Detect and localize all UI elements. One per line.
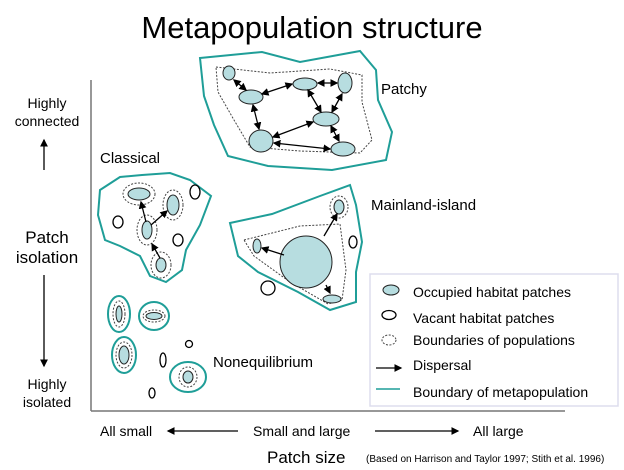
x-axis-title: Patch size [267,448,345,467]
y-mid-label-2: isolation [16,248,78,267]
x-left-label: All small [100,423,152,439]
classical-structure [96,171,213,284]
legend-dispersal: Dispersal [413,357,471,373]
occupied-patch-icon [382,284,400,296]
patchy-label: Patchy [381,81,427,98]
y-mid-label-1: Patch [25,228,68,247]
mainland-island-label: Mainland-island [371,197,476,214]
nonequilibrium-label: Nonequilibrium [213,354,313,371]
nonequilibrium-structure [107,295,207,399]
y-bottom-label-1: Highly [28,376,67,392]
y-top-label-2: connected [15,113,80,129]
population-boundary-icon [381,334,397,346]
x-middle-label: Small and large [253,423,350,439]
mainland-island-structure [228,183,364,312]
legend: Occupied habitat patches Vacant habitat … [369,273,619,407]
classical-label: Classical [100,150,160,167]
legend-population-boundary: Boundaries of populations [413,332,575,348]
y-top-label-1: Highly [28,95,67,111]
vacant-patch-icon [381,309,397,321]
citation: (Based on Harrison and Taylor 1997; Stit… [366,454,604,465]
page-title: Metapopulation structure [141,10,482,45]
legend-occupied: Occupied habitat patches [413,284,571,300]
legend-vacant: Vacant habitat patches [413,310,554,326]
patchy-structure [198,49,394,172]
legend-metapopulation-boundary: Boundary of metapopulation [413,384,588,400]
dispersal-arrows [233,79,343,153]
x-right-label: All large [473,423,524,439]
y-bottom-label-2: isolated [23,394,71,410]
